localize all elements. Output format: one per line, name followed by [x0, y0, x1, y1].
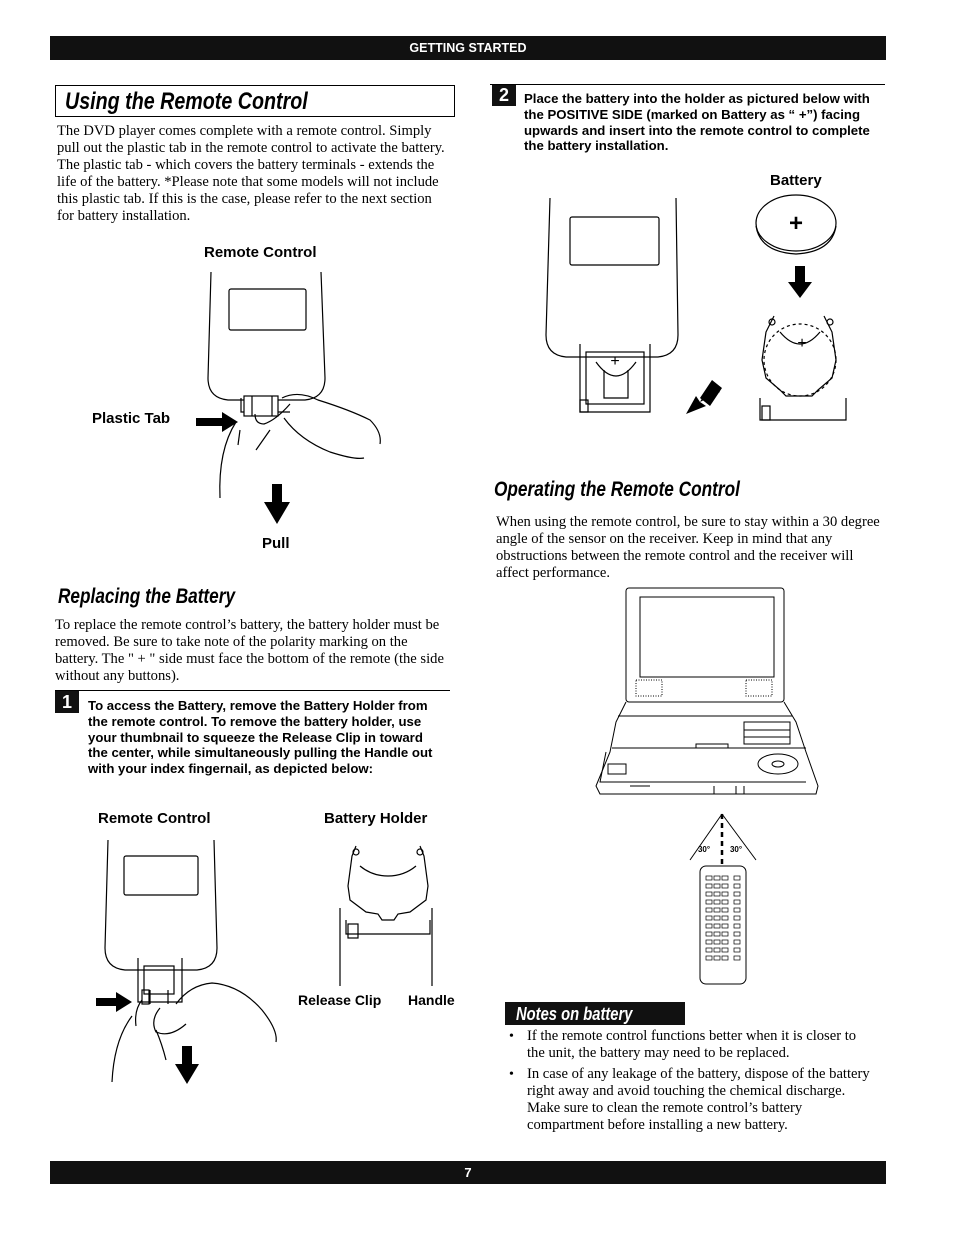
angle-left-label: 30° — [698, 845, 710, 854]
step1-rule — [55, 690, 450, 691]
arrow-down-left-icon — [686, 380, 722, 414]
battery-holder-label: Battery Holder — [324, 810, 428, 827]
list-item: If the remote control functions better w… — [505, 1028, 875, 1062]
notes-title: Notes on battery — [516, 1004, 633, 1024]
holder-plus-sign: + — [797, 335, 806, 352]
notes-title-bar: Notes on battery — [505, 1002, 685, 1025]
replacing-title: Replacing the Battery — [58, 585, 236, 608]
notes-list: If the remote control functions better w… — [505, 1028, 875, 1138]
handle-label: Handle — [408, 992, 455, 1008]
operating-body: When using the remote control, be sure t… — [496, 514, 880, 581]
arrow-down-icon — [175, 1046, 199, 1084]
plastic-tab-label: Plastic Tab — [92, 410, 171, 427]
remote-buttons — [705, 875, 741, 961]
remote-control-label-2: Remote Control — [98, 810, 211, 827]
step2-text: Place the battery into the holder as pic… — [524, 91, 870, 154]
arrow-down-icon — [264, 484, 290, 524]
arrow-right-icon — [196, 412, 238, 432]
arrow-right-icon — [96, 992, 132, 1012]
step1-number: 1 — [55, 691, 79, 713]
step2-rule — [490, 84, 885, 85]
battery-label: Battery — [770, 172, 822, 189]
step2-number: 2 — [492, 85, 516, 106]
remote-holder-plus-sign: + — [610, 353, 619, 370]
footer-bar: 7 — [50, 1161, 886, 1184]
using-title-box: Using the Remote Control — [55, 85, 455, 117]
list-item: In case of any leakage of the battery, d… — [505, 1066, 875, 1134]
page-number: 7 — [464, 1165, 472, 1180]
replacing-body: To replace the remote control’s battery,… — [55, 617, 444, 684]
angle-right-label: 30° — [730, 845, 742, 854]
step1-text: To access the Battery, remove the Batter… — [88, 698, 433, 777]
using-title: Using the Remote Control — [65, 88, 308, 115]
section-title: GETTING STARTED — [409, 41, 527, 55]
release-clip-label: Release Clip — [298, 992, 382, 1008]
battery-plus-sign: + — [789, 210, 803, 237]
using-body: The DVD player comes complete with a rem… — [57, 123, 445, 224]
arrow-down-icon — [788, 266, 812, 298]
header-bar: GETTING STARTED — [50, 36, 886, 60]
pull-label: Pull — [262, 535, 290, 552]
remote-control-label: Remote Control — [204, 244, 317, 261]
operating-title: Operating the Remote Control — [494, 478, 740, 501]
